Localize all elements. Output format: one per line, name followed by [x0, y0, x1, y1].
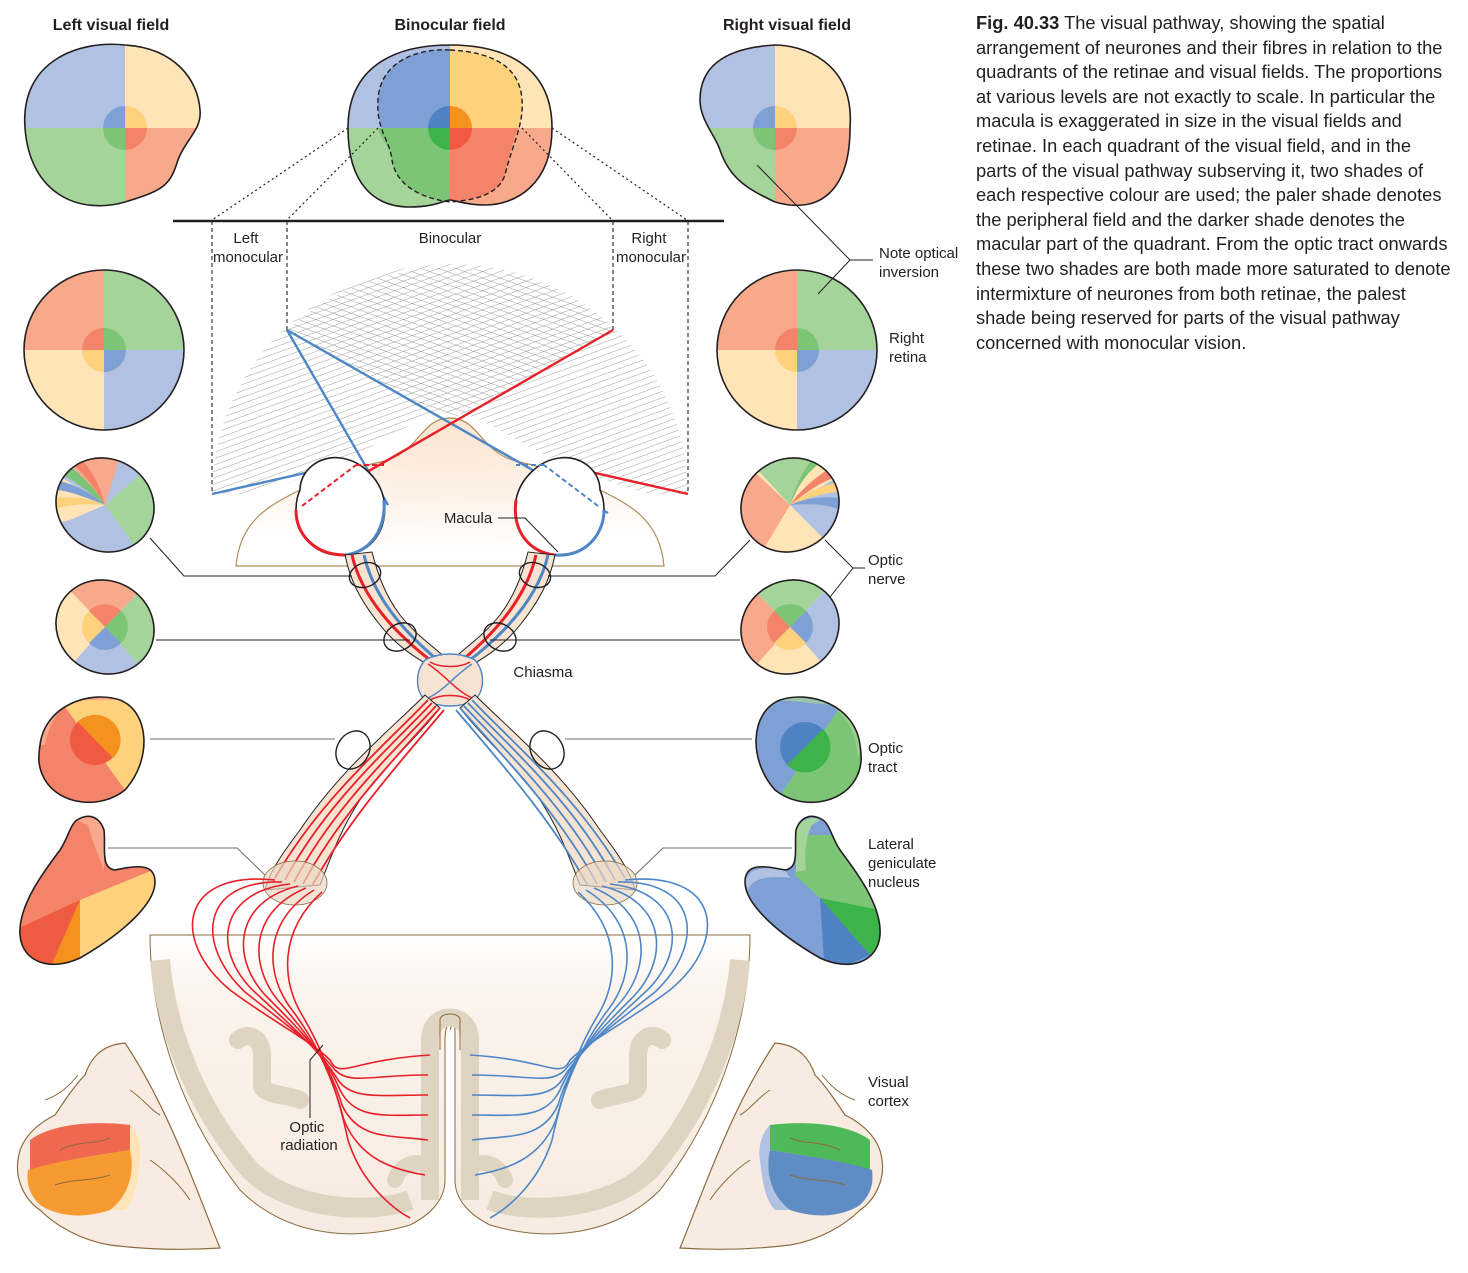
optic-nerve-leaders [149, 537, 865, 641]
binocular-field-heading: Binocular field [394, 17, 505, 34]
visual-cortex-label: Visual cortex [868, 1074, 913, 1110]
right-optic-nerve-section-distal [725, 562, 855, 692]
binocular-field-diagram [347, 44, 553, 208]
brain-coronal-section [149, 934, 751, 1235]
left-monocular-label: Left monocular [213, 230, 283, 266]
left-optic-nerve-section-distal [40, 562, 170, 692]
left-optic-tract-section [38, 696, 145, 804]
left-retina-diagram [23, 269, 185, 431]
visual-pathway-figure: Left visual field Binocular field Right … [16, 17, 962, 1250]
optic-radiation-label: Optic radiation [280, 1119, 338, 1154]
hatched-field-projection [212, 264, 688, 494]
right-optic-tract-section [755, 696, 862, 804]
optic-radiation-right [469, 878, 709, 1219]
projection-lines [211, 127, 688, 221]
left-optic-nerve-section-proximal [50, 440, 172, 560]
right-retina-label: Right retina [889, 330, 928, 366]
right-visual-cortex [679, 1042, 884, 1250]
optic-chiasma [416, 653, 484, 707]
optic-tract-label: Optic tract [868, 740, 907, 776]
right-retina-diagram [716, 269, 878, 431]
lateral-geniculate-nucleus-label: Lateral geniculate nucleus [868, 836, 941, 891]
right-visual-field-heading: Right visual field [723, 17, 851, 34]
macula-label: Macula [444, 510, 493, 527]
left-visual-field-heading: Left visual field [53, 17, 169, 34]
lgn-leaders [108, 847, 792, 876]
chiasma-label: Chiasma [513, 664, 573, 681]
binocular-zone-label: Binocular [419, 230, 482, 247]
optic-nerve-label: Optic nerve [868, 552, 907, 588]
left-visual-cortex [16, 1042, 221, 1250]
right-monocular-label: Right monocular [616, 230, 686, 266]
figure-number: Fig. 40.33 [976, 12, 1060, 33]
note-optical-inversion-label: Note optical inversion [879, 245, 962, 281]
optic-tracts [262, 694, 638, 906]
section-rings [335, 561, 565, 770]
optical-inversion-leader [756, 164, 873, 295]
macula-leader [498, 517, 559, 553]
left-visual-field-diagram [24, 43, 201, 207]
left-eyeball [294, 456, 386, 557]
optic-radiation-leader [309, 1044, 324, 1118]
right-visual-field-diagram [699, 44, 851, 207]
zone-boundaries [211, 221, 689, 494]
left-lateral-geniculate-nucleus [19, 815, 156, 966]
caption-text: The visual pathway, showing the spatial … [976, 12, 1451, 353]
figure-caption: Fig. 40.33 The visual pathway, showing t… [976, 11, 1454, 355]
